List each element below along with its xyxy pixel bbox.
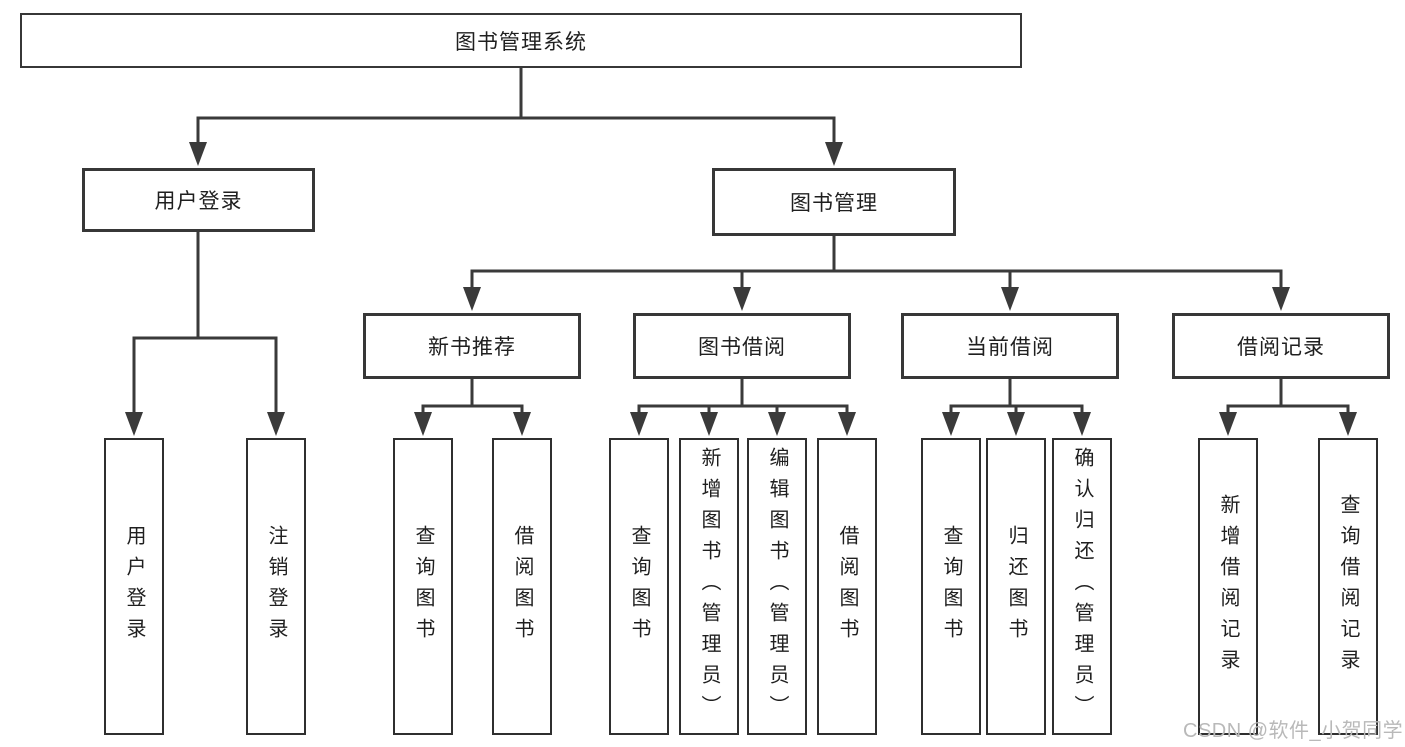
leaf-add-books-admin-label: 新增图书（管理员） [698,447,720,726]
leaf-query-books-borrow: 查询图书 [609,438,669,735]
leaf-logout: 注销登录 [246,438,306,735]
node-library-management-system: 图书管理系统 [20,13,1022,68]
leaf-query-borrow-record: 查询借阅记录 [1318,438,1378,735]
node-current-borrow: 当前借阅 [901,313,1119,379]
leaf-user-login-label: 用户登录 [123,524,145,649]
leaf-edit-books-admin-label: 编辑图书（管理员） [766,447,788,726]
node-new-book-recommend: 新书推荐 [363,313,581,379]
leaf-edit-books-admin: 编辑图书（管理员） [747,438,807,735]
node-book-borrow: 图书借阅 [633,313,851,379]
leaf-confirm-return-admin-label: 确认归还（管理员） [1071,447,1093,726]
leaf-add-books-admin: 新增图书（管理员） [679,438,739,735]
leaf-borrow-books-label: 借阅图书 [836,524,858,649]
leaf-add-borrow-record: 新增借阅记录 [1198,438,1258,735]
leaf-borrow-books-recommend-label: 借阅图书 [511,524,533,649]
node-borrow-records: 借阅记录 [1172,313,1390,379]
node-user-login: 用户登录 [82,168,315,232]
leaf-confirm-return-admin: 确认归还（管理员） [1052,438,1112,735]
leaf-query-books-recommend-label: 查询图书 [412,524,434,649]
arrowheads [125,142,1357,436]
leaf-query-books-current-label: 查询图书 [940,524,962,649]
leaf-return-books-label: 归还图书 [1005,524,1027,649]
leaf-borrow-books-recommend: 借阅图书 [492,438,552,735]
leaf-query-books-borrow-label: 查询图书 [628,524,650,649]
leaf-return-books: 归还图书 [986,438,1046,735]
leaf-query-borrow-record-label: 查询借阅记录 [1337,493,1359,680]
node-book-management: 图书管理 [712,168,956,236]
leaf-add-borrow-record-label: 新增借阅记录 [1217,493,1239,680]
leaf-query-books-recommend: 查询图书 [393,438,453,735]
leaf-query-books-current: 查询图书 [921,438,981,735]
leaf-borrow-books: 借阅图书 [817,438,877,735]
leaf-logout-label: 注销登录 [265,524,287,649]
leaf-user-login: 用户登录 [104,438,164,735]
csdn-watermark: CSDN @软件_小贺同学 [1183,720,1404,742]
